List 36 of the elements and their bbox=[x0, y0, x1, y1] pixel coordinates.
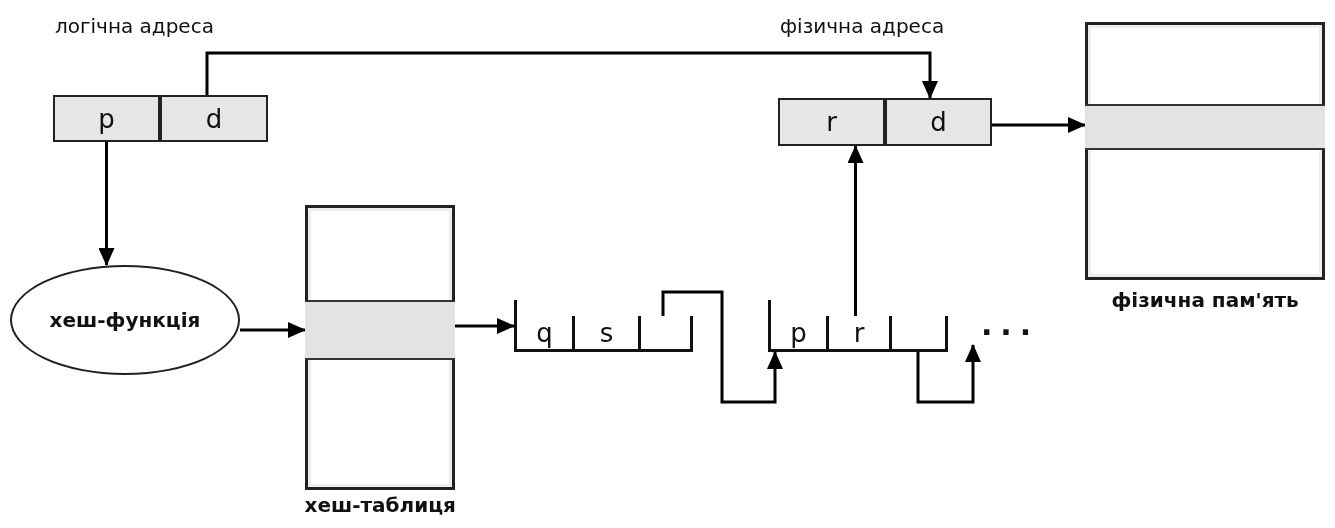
arrow bbox=[847, 145, 864, 316]
field-label: p bbox=[98, 105, 115, 132]
arrow bbox=[661, 290, 783, 404]
physical-memory-block bbox=[1085, 22, 1325, 280]
field-label: q bbox=[536, 319, 553, 346]
field-label: r bbox=[826, 109, 837, 135]
list-entry-field bbox=[572, 316, 638, 352]
node-label: хеш-функція bbox=[49, 310, 201, 330]
address-field bbox=[885, 98, 992, 146]
list-entry-field bbox=[514, 300, 572, 352]
memory-frame bbox=[1085, 104, 1325, 150]
arrow bbox=[992, 117, 1086, 133]
arrow bbox=[205, 51, 938, 99]
address-label: фізична адреса bbox=[780, 14, 945, 38]
node-label: хеш-таблиця bbox=[304, 493, 456, 517]
hash-table bbox=[305, 205, 455, 490]
arrow bbox=[240, 322, 306, 338]
pointer-field bbox=[638, 316, 693, 352]
table-row bbox=[305, 300, 455, 360]
address-field bbox=[160, 95, 268, 142]
ellipsis-text: ... bbox=[980, 310, 1040, 340]
field-label: r bbox=[853, 319, 865, 346]
list-entry-field bbox=[768, 300, 826, 352]
field-label: s bbox=[599, 319, 614, 346]
arrow bbox=[455, 318, 515, 334]
node-label: фізична пам'ять bbox=[1111, 288, 1299, 312]
arrow bbox=[916, 344, 981, 404]
arrow bbox=[98, 142, 115, 266]
address-field bbox=[778, 98, 885, 146]
list-entry-field bbox=[826, 316, 889, 352]
address-label: логічна адреса bbox=[55, 14, 214, 38]
field-label: d bbox=[205, 105, 223, 132]
pointer-field bbox=[889, 316, 948, 352]
field-label: p bbox=[790, 319, 807, 346]
address-field bbox=[53, 95, 160, 142]
field-label: d bbox=[930, 109, 947, 135]
